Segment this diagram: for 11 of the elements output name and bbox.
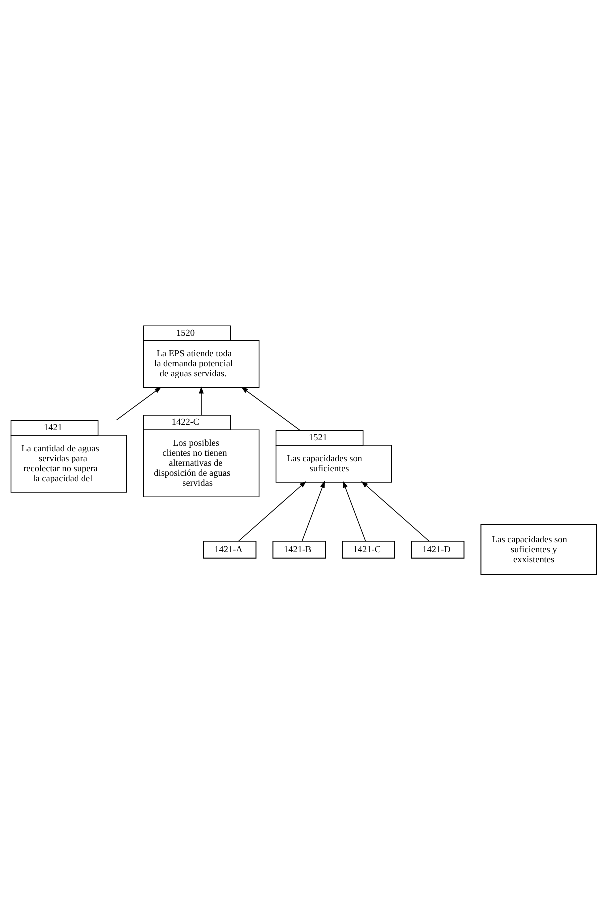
node-box: 1421-C [342, 540, 396, 558]
node-box: 1421-B [272, 540, 326, 558]
arrow [361, 480, 430, 542]
arrow [241, 386, 300, 430]
arrow [199, 386, 204, 416]
node-box: 1421-D [411, 540, 465, 558]
arrow [238, 480, 307, 542]
node-box: Las capacidades son suficientes y exxistentes [480, 524, 598, 575]
arrow [343, 480, 366, 542]
node-box: 1421-A [203, 540, 257, 558]
arrow [302, 480, 326, 542]
